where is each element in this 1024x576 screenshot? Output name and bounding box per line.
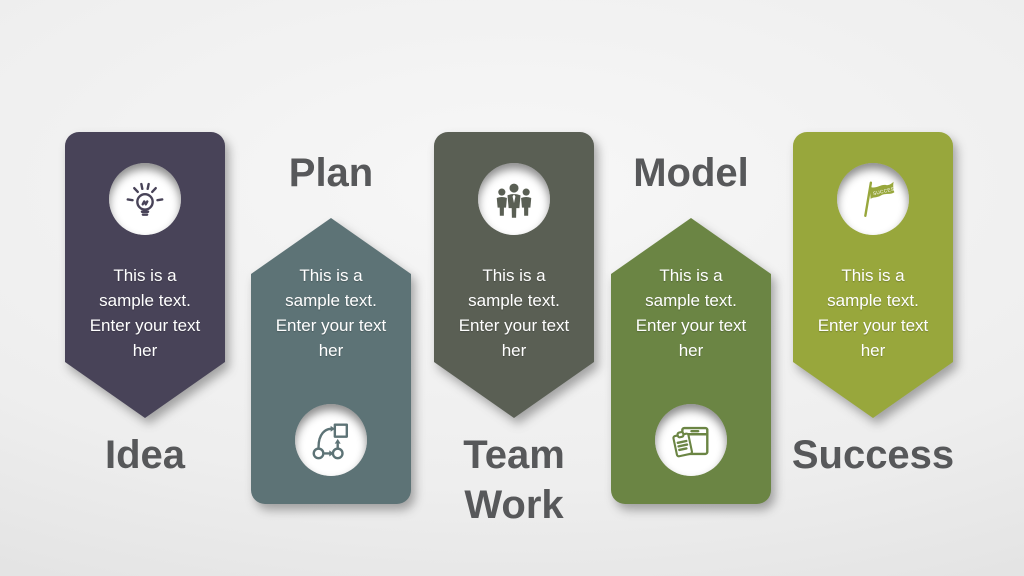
icon-circle (655, 404, 727, 476)
sample-text: This is a sample text. Enter your text h… (458, 266, 570, 360)
sample-text: This is a sample text. Enter your text h… (275, 266, 387, 360)
flowchart-icon (312, 423, 349, 460)
icon-circle (109, 163, 181, 235)
sample-text: This is a sample text. Enter your text h… (89, 266, 201, 360)
step-idea: This is a sample text. Enter your text h… (65, 0, 225, 576)
step-label-plan: Plan (288, 151, 374, 195)
sample-text: This is a sample text. Enter your text h… (817, 266, 929, 360)
icon-circle: SUCCESS (837, 163, 909, 235)
flag-label: SUCCESS (873, 186, 896, 198)
step-success: SUCCESS This is a sample text. Enter you… (791, 0, 955, 576)
success-flag-icon: SUCCESS (864, 181, 896, 217)
banner-shape-idea (65, 132, 225, 418)
banner-shape-model (611, 218, 771, 504)
clipboard-box-icon (672, 426, 709, 458)
step-label-model: Model (633, 151, 749, 195)
icon-circle (295, 404, 367, 476)
step-label-success: Success (791, 433, 955, 477)
step-team-work: This is a sample text. Enter your text h… (434, 0, 594, 576)
sample-text: This is a sample text. Enter your text h… (635, 266, 747, 360)
banner-shape-success (793, 132, 953, 418)
step-label-idea: Idea (104, 433, 186, 477)
step-plan: This is a sample text. Enter your text h… (251, 0, 411, 576)
banner-shape-team-work (434, 132, 594, 418)
lightbulb-icon (126, 182, 164, 216)
banner-shape-plan (251, 218, 411, 504)
step-label-team-work: Team Work (463, 433, 565, 527)
team-icon (496, 183, 532, 218)
icon-circle (478, 163, 550, 235)
step-model: This is a sample text. Enter your text h… (611, 0, 771, 576)
